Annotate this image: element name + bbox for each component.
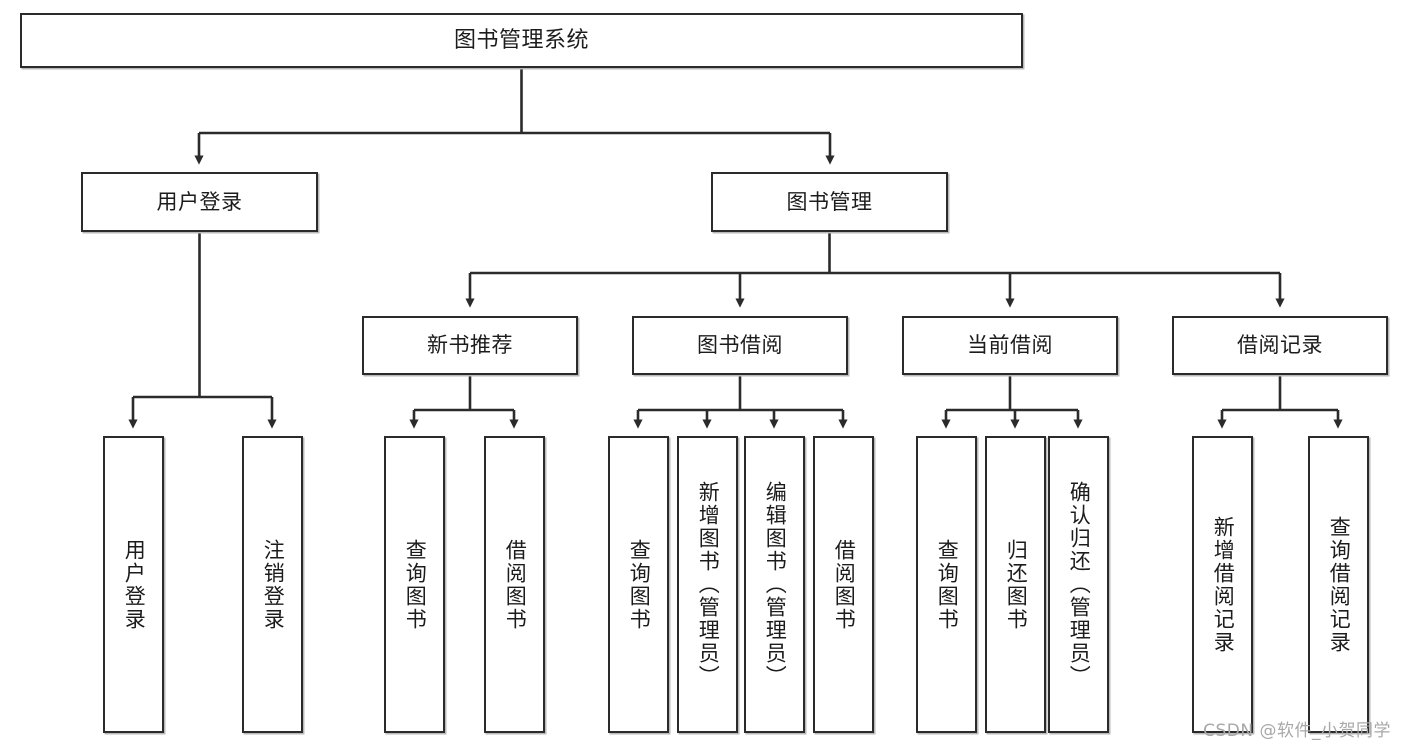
leaf-borrow-book-recommend[interactable]: 借阅图书 <box>484 436 545 733</box>
leaf-return-book[interactable]: 归还图书 <box>985 436 1046 733</box>
node-new-book-recommend[interactable]: 新书推荐 <box>362 316 578 375</box>
node-root-system[interactable]: 图书管理系统 <box>20 13 1023 68</box>
leaf-user-login[interactable]: 用户登录 <box>103 436 164 733</box>
leaf-query-book-recommend[interactable]: 查询图书 <box>384 436 445 733</box>
node-label: 图书管理系统 <box>453 27 589 53</box>
node-borrow-record[interactable]: 借阅记录 <box>1172 316 1388 375</box>
node-label: 用户登录 <box>122 538 147 631</box>
node-user-login[interactable]: 用户登录 <box>81 172 318 232</box>
node-label: 归还图书 <box>1004 538 1029 631</box>
leaf-add-book-admin[interactable]: 新增图书（管理员） <box>677 436 738 733</box>
node-label: 确认归还（管理员） <box>1067 481 1092 688</box>
node-label: 注销登录 <box>261 538 286 631</box>
node-label: 当前借阅 <box>967 333 1053 358</box>
node-label: 编辑图书（管理员） <box>763 481 788 688</box>
node-current-borrow[interactable]: 当前借阅 <box>902 316 1118 375</box>
leaf-edit-book-admin[interactable]: 编辑图书（管理员） <box>744 436 805 733</box>
leaf-borrow-book[interactable]: 借阅图书 <box>813 436 874 733</box>
node-label: 借阅图书 <box>503 538 528 631</box>
node-label: 新增借阅记录 <box>1211 515 1236 654</box>
node-label: 借阅图书 <box>832 538 857 631</box>
node-label: 新书推荐 <box>427 333 513 358</box>
node-label: 新增图书（管理员） <box>696 481 721 688</box>
node-label: 查询图书 <box>403 538 428 631</box>
leaf-query-borrow-record[interactable]: 查询借阅记录 <box>1308 436 1369 733</box>
node-label: 用户登录 <box>156 189 243 214</box>
node-label: 查询借阅记录 <box>1327 515 1352 654</box>
leaf-query-book-borrow[interactable]: 查询图书 <box>608 436 669 733</box>
leaf-query-book-current[interactable]: 查询图书 <box>916 436 977 733</box>
leaf-add-borrow-record[interactable]: 新增借阅记录 <box>1192 436 1253 733</box>
node-book-borrow[interactable]: 图书借阅 <box>632 316 848 375</box>
node-label: 图书管理 <box>786 189 873 214</box>
node-label: 查询图书 <box>627 538 652 631</box>
node-label: 查询图书 <box>935 538 960 631</box>
node-label: 图书借阅 <box>697 333 783 358</box>
leaf-logout[interactable]: 注销登录 <box>242 436 303 733</box>
leaf-confirm-return-admin[interactable]: 确认归还（管理员） <box>1048 436 1109 733</box>
node-label: 借阅记录 <box>1237 333 1323 358</box>
node-book-manage[interactable]: 图书管理 <box>711 172 948 232</box>
csdn-watermark: CSDN @软件_小贺同学 <box>1203 721 1391 741</box>
